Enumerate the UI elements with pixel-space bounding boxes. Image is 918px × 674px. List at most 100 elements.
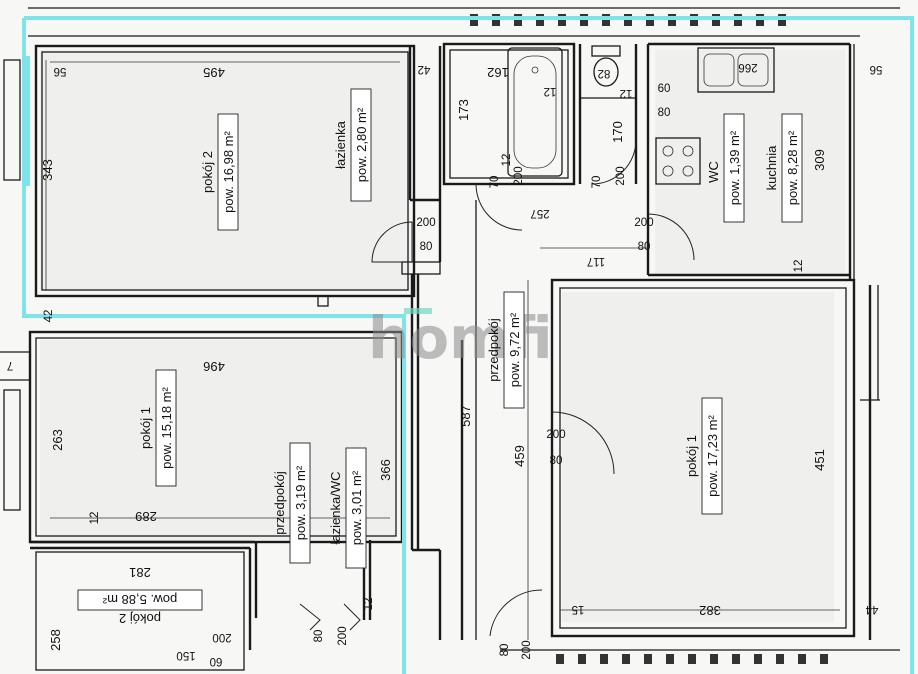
dim-117: 117 xyxy=(587,255,605,267)
dim-162: 162 xyxy=(487,65,509,80)
dim-451: 451 xyxy=(812,449,827,471)
dim-12b: 12 xyxy=(620,87,633,99)
watermark-logo: homfi xyxy=(368,304,553,372)
dim-70b: 70 xyxy=(591,176,603,189)
room-fill-kuchnia xyxy=(655,50,845,275)
svg-text:pow. 17,23 m²: pow. 17,23 m² xyxy=(705,415,720,497)
dimension-texts: 495 56 42 343 42 162 12 82 12 60 80 266 … xyxy=(7,61,883,667)
bottom-wall-hatch xyxy=(500,649,900,664)
dim-170: 170 xyxy=(610,121,625,143)
dim-200a: 200 xyxy=(513,166,525,185)
svg-text:pokój 1: pokój 1 xyxy=(138,407,153,449)
label-przedpokoj-center: przedpokój pow. 9,72 m² xyxy=(486,291,525,409)
label-przedpokoj-small: przedpokój pow. 3,19 m² xyxy=(272,442,311,564)
label-lazienka-wc: łazienka/WC pow. 3,01 m² xyxy=(328,447,367,569)
dim-56a: 56 xyxy=(54,65,67,77)
svg-text:pow. 5,88 m²: pow. 5,88 m² xyxy=(102,592,177,607)
dim-80f: 80 xyxy=(499,644,511,657)
label-lazienka: łazienka pow. 2,80 m² xyxy=(333,88,372,202)
svg-text:łazienka/WC: łazienka/WC xyxy=(328,472,343,545)
room-fill-pokoj1-right xyxy=(562,292,834,622)
walls-corridor xyxy=(401,200,477,640)
dim-200b: 200 xyxy=(615,166,627,185)
dim-7: 7 xyxy=(7,359,13,371)
dim-12d: 12 xyxy=(793,260,805,273)
dim-343: 343 xyxy=(40,159,55,181)
svg-text:pow. 15,18 m²: pow. 15,18 m² xyxy=(159,387,174,469)
walls-bath-kitchen xyxy=(442,42,855,285)
dim-70a: 70 xyxy=(489,176,501,189)
dim-80e: 80 xyxy=(313,630,325,643)
dim-200h: 200 xyxy=(521,640,533,659)
dim-289: 289 xyxy=(135,509,157,524)
dim-44: 44 xyxy=(865,603,878,615)
dim-150: 150 xyxy=(176,649,195,661)
dim-60b: 60 xyxy=(210,655,223,667)
svg-text:przedpokój: przedpokój xyxy=(272,471,287,535)
label-pokoj1-left: pokój 1 pow. 15,18 m² xyxy=(138,369,177,487)
dim-200g: 200 xyxy=(337,626,349,645)
svg-text:przedpokój: przedpokój xyxy=(486,318,501,382)
svg-text:łazienka: łazienka xyxy=(333,120,348,168)
left-windows xyxy=(0,59,30,511)
dim-266: 266 xyxy=(738,61,757,73)
kitchen-stove xyxy=(655,137,701,185)
highlight-outline xyxy=(22,16,914,674)
dim-42b: 42 xyxy=(43,310,55,323)
label-wc: WC pow. 1,39 m² xyxy=(706,113,745,223)
dim-200f: 200 xyxy=(212,631,231,643)
svg-text:pow. 2,80 m²: pow. 2,80 m² xyxy=(354,107,369,182)
kitchen-sink xyxy=(697,47,775,93)
label-pokoj2: pokój 2 pow. 16,98 m² xyxy=(200,113,239,231)
dim-366: 366 xyxy=(378,459,393,481)
logo-accent-bar xyxy=(404,308,432,314)
svg-text:pow. 16,98 m²: pow. 16,98 m² xyxy=(221,131,236,213)
svg-text:pokój 2: pokój 2 xyxy=(119,611,161,626)
dim-200d: 200 xyxy=(634,217,653,229)
dim-173: 173 xyxy=(456,99,471,121)
dim-80a: 80 xyxy=(658,107,671,119)
dim-257: 257 xyxy=(530,207,549,219)
dim-263: 263 xyxy=(50,429,65,451)
svg-text:pokój 1: pokój 1 xyxy=(684,435,699,477)
dim-281: 281 xyxy=(129,565,151,580)
dim-459: 459 xyxy=(512,445,527,467)
dim-382: 382 xyxy=(699,603,721,618)
dimension-lines xyxy=(45,60,840,640)
svg-text:pow. 3,19 m²: pow. 3,19 m² xyxy=(293,465,308,540)
dim-12f: 12 xyxy=(363,598,375,611)
svg-text:pow. 8,28 m²: pow. 8,28 m² xyxy=(785,130,800,205)
bathtub xyxy=(507,47,563,177)
dim-80b: 80 xyxy=(420,241,433,253)
dim-15: 15 xyxy=(572,603,585,615)
dim-42a: 42 xyxy=(418,63,431,75)
dim-258: 258 xyxy=(48,629,63,651)
dim-12e: 12 xyxy=(89,512,101,525)
dim-495: 495 xyxy=(203,65,225,80)
exterior-wall-top xyxy=(28,7,900,37)
dim-200c: 200 xyxy=(416,217,435,229)
svg-text:pokój 2: pokój 2 xyxy=(200,151,215,193)
dim-12c: 12 xyxy=(501,154,513,167)
label-kuchnia: kuchnia pow. 8,28 m² xyxy=(764,113,803,223)
walls-pokoj1-right xyxy=(550,278,880,640)
toilet xyxy=(591,45,621,87)
dim-587: 587 xyxy=(458,405,473,427)
svg-text:WC: WC xyxy=(706,161,721,183)
dim-56b: 56 xyxy=(870,63,883,75)
dim-309: 309 xyxy=(812,149,827,171)
svg-text:pow. 1,39 m²: pow. 1,39 m² xyxy=(727,130,742,205)
door-swings xyxy=(299,139,695,637)
dim-12a: 12 xyxy=(544,85,557,97)
svg-text:kuchnia: kuchnia xyxy=(764,145,779,191)
label-pokoj2-bottom: pokój 2 pow. 5,88 m² xyxy=(77,589,203,626)
dim-80d: 80 xyxy=(550,455,563,467)
svg-text:pow. 9,72 m²: pow. 9,72 m² xyxy=(507,312,522,387)
dim-82: 82 xyxy=(598,67,611,79)
dim-60: 60 xyxy=(658,83,671,95)
dim-496: 496 xyxy=(203,359,225,374)
svg-text:pow. 3,01 m²: pow. 3,01 m² xyxy=(349,470,364,545)
dim-80c: 80 xyxy=(638,241,651,253)
label-pokoj1-right: pokój 1 pow. 17,23 m² xyxy=(684,397,723,515)
